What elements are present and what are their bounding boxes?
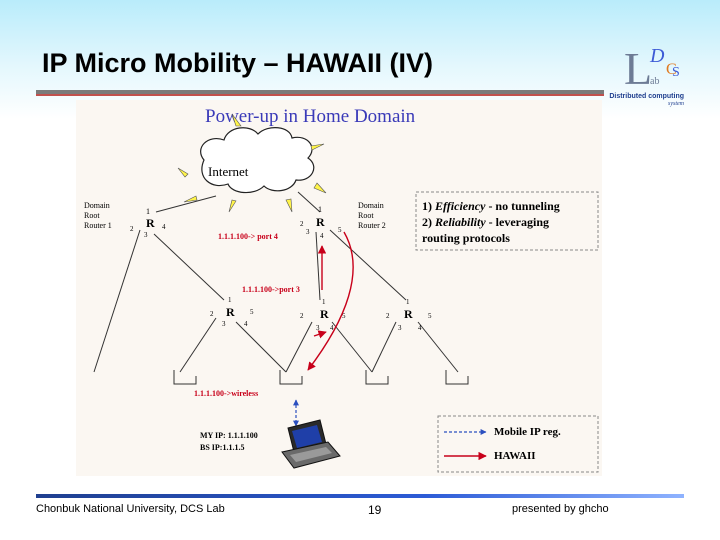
internet-cloud xyxy=(200,127,315,194)
footer-divider xyxy=(36,494,684,498)
diagram-figure: Power-up in Home Domain Internet R xyxy=(76,100,602,476)
benefits-list: 1)Efficiency - no tunneling 2)Reliabilit… xyxy=(422,199,560,245)
connection-sparks xyxy=(177,113,327,213)
benefit-item-2: 2)Reliability - leveraging xyxy=(422,215,549,229)
domain-root-2-label: Domain Root Router 2 xyxy=(358,201,386,230)
router-label: R xyxy=(404,307,413,321)
label-line: Root xyxy=(84,211,100,220)
logo-letter-c: C xyxy=(666,61,677,78)
port-label: 1 xyxy=(406,298,410,306)
label-line: Domain xyxy=(358,201,384,210)
port-label: 4 xyxy=(320,232,324,240)
label-line: Router 1 xyxy=(84,221,112,230)
benefits-box xyxy=(415,191,599,251)
port-label: 2 xyxy=(300,220,304,228)
laptop-icon xyxy=(281,419,341,469)
port-label: 4 xyxy=(330,324,334,332)
router-label: R xyxy=(320,307,329,321)
port-label: 1 xyxy=(318,205,322,214)
port-label: 1 xyxy=(322,298,326,306)
logo-letters-ab: ab xyxy=(650,76,659,87)
router-label: R xyxy=(146,216,155,230)
port-label: 4 xyxy=(244,320,248,328)
legend-hawaii-label: HAWAII xyxy=(494,450,536,462)
route-entry-root: 1.1.1.100-> port 4 xyxy=(218,232,278,241)
footer-presenter: presented by ghcho xyxy=(512,503,609,515)
label-line: Root xyxy=(358,211,374,220)
logo-letter-s: S xyxy=(672,65,680,80)
benefit-item-3: routing protocols xyxy=(422,231,510,245)
route-entry-middle: 1.1.1.100->port 3 xyxy=(242,285,300,294)
cloud-label: Internet xyxy=(208,164,249,179)
label-line: Domain xyxy=(84,201,110,210)
hawaii-route-arrows xyxy=(307,231,354,371)
intermediate-router-2: R 1 2 3 5 4 xyxy=(300,298,346,332)
port-label: 5 xyxy=(250,308,254,316)
port-label: 5 xyxy=(342,312,346,320)
mobile-ip-info: MY IP: 1.1.1.100 xyxy=(200,431,258,440)
port-label: 2 xyxy=(130,225,134,233)
label-line: Router 2 xyxy=(358,221,386,230)
port-label: 5 xyxy=(338,226,342,234)
port-label: 2 xyxy=(386,312,390,320)
legend-box xyxy=(437,415,599,473)
port-label: 2 xyxy=(210,310,214,318)
port-label: 3 xyxy=(316,324,320,332)
port-label: 3 xyxy=(398,324,402,332)
logo-letter-d: D xyxy=(649,45,665,67)
footer-university: Chonbuk National University, DCS Lab xyxy=(36,503,225,515)
benefit-item-1: 1)Efficiency - no tunneling xyxy=(422,199,560,213)
domain-root-1-label: Domain Root Router 1 xyxy=(84,201,112,230)
route-entry-bs: 1.1.1.100->wireless xyxy=(194,389,258,398)
base-stations xyxy=(173,370,469,385)
router-label: R xyxy=(316,215,325,229)
domain-root-router-1: R 1 2 3 4 xyxy=(130,207,166,239)
port-label: 1 xyxy=(228,296,232,304)
port-label: 1 xyxy=(146,207,150,216)
logo-letter-l: L xyxy=(624,43,652,94)
port-label: 3 xyxy=(306,228,310,236)
port-label: 3 xyxy=(222,320,226,328)
port-label: 4 xyxy=(418,324,422,332)
title-divider-accent xyxy=(36,94,604,96)
title-divider xyxy=(36,90,604,94)
page-number: 19 xyxy=(368,503,382,517)
legend-mobile-ip-label: Mobile IP reg. xyxy=(494,426,561,438)
port-label: 3 xyxy=(144,231,148,239)
router-label: R xyxy=(226,305,235,319)
network-links xyxy=(93,191,459,373)
port-label: 4 xyxy=(162,223,166,231)
logo-name: Distributed computing xyxy=(609,93,684,100)
dcs-lab-logo: L D C S ab xyxy=(624,43,680,94)
intermediate-router-1: R 1 2 3 5 4 xyxy=(210,296,254,328)
slide-title: IP Micro Mobility – HAWAII (IV) xyxy=(42,48,434,78)
logo-sub: system xyxy=(668,101,684,107)
port-label: 2 xyxy=(300,312,304,320)
hawaii-diagram: Power-up in Home Domain Internet R xyxy=(84,106,599,473)
intermediate-router-3: R 1 2 3 5 4 xyxy=(386,298,432,332)
domain-root-router-2: R 1 2 3 4 5 xyxy=(300,205,342,240)
port-label: 5 xyxy=(428,312,432,320)
diagram-heading: Power-up in Home Domain xyxy=(205,106,416,127)
bs-ip-info: BS IP:1.1.1.5 xyxy=(200,443,244,452)
